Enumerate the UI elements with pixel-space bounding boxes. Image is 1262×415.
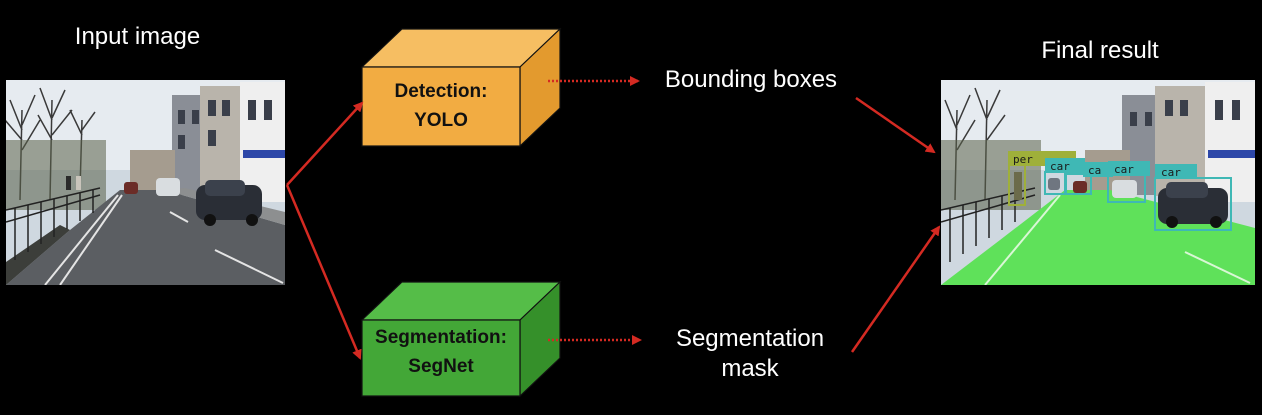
segmentation-mask-line2: mask — [721, 355, 779, 382]
detection-label: car — [1114, 163, 1134, 176]
segmentation-box-line2: SegNet — [408, 356, 474, 377]
segmentation-segnet-box — [360, 280, 562, 398]
detection-box-label: Detection: YOLO — [362, 77, 520, 135]
detection-box-line1: Detection: — [394, 81, 488, 102]
segmentation-box-label: Segmentation: SegNet — [362, 323, 520, 381]
arrow-input-to-detection — [286, 101, 364, 186]
input-image-title: Input image — [74, 23, 201, 50]
arrow-input-to-segmentation — [285, 184, 362, 360]
segmentation-box-line1: Segmentation: — [375, 327, 507, 348]
arrow-mask-to-final — [850, 225, 941, 353]
detection-label: car — [1161, 166, 1181, 179]
detection-label: per — [1013, 153, 1033, 166]
detection-label: ca — [1088, 164, 1101, 177]
input-image — [6, 80, 285, 285]
final-result-image: per car ca car car — [941, 80, 1255, 285]
final-result-title: Final result — [1041, 37, 1159, 64]
detection-yolo-box — [360, 27, 562, 148]
bounding-boxes-label: Bounding boxes — [664, 66, 838, 93]
input-cars — [124, 178, 262, 226]
detection-label: car — [1050, 160, 1070, 173]
segmentation-mask-label: Segmentation mask — [650, 324, 850, 384]
detection-box-line2: YOLO — [414, 110, 468, 131]
segmentation-mask-line1: Segmentation — [675, 325, 825, 352]
arrow-boxes-to-final — [855, 96, 936, 154]
